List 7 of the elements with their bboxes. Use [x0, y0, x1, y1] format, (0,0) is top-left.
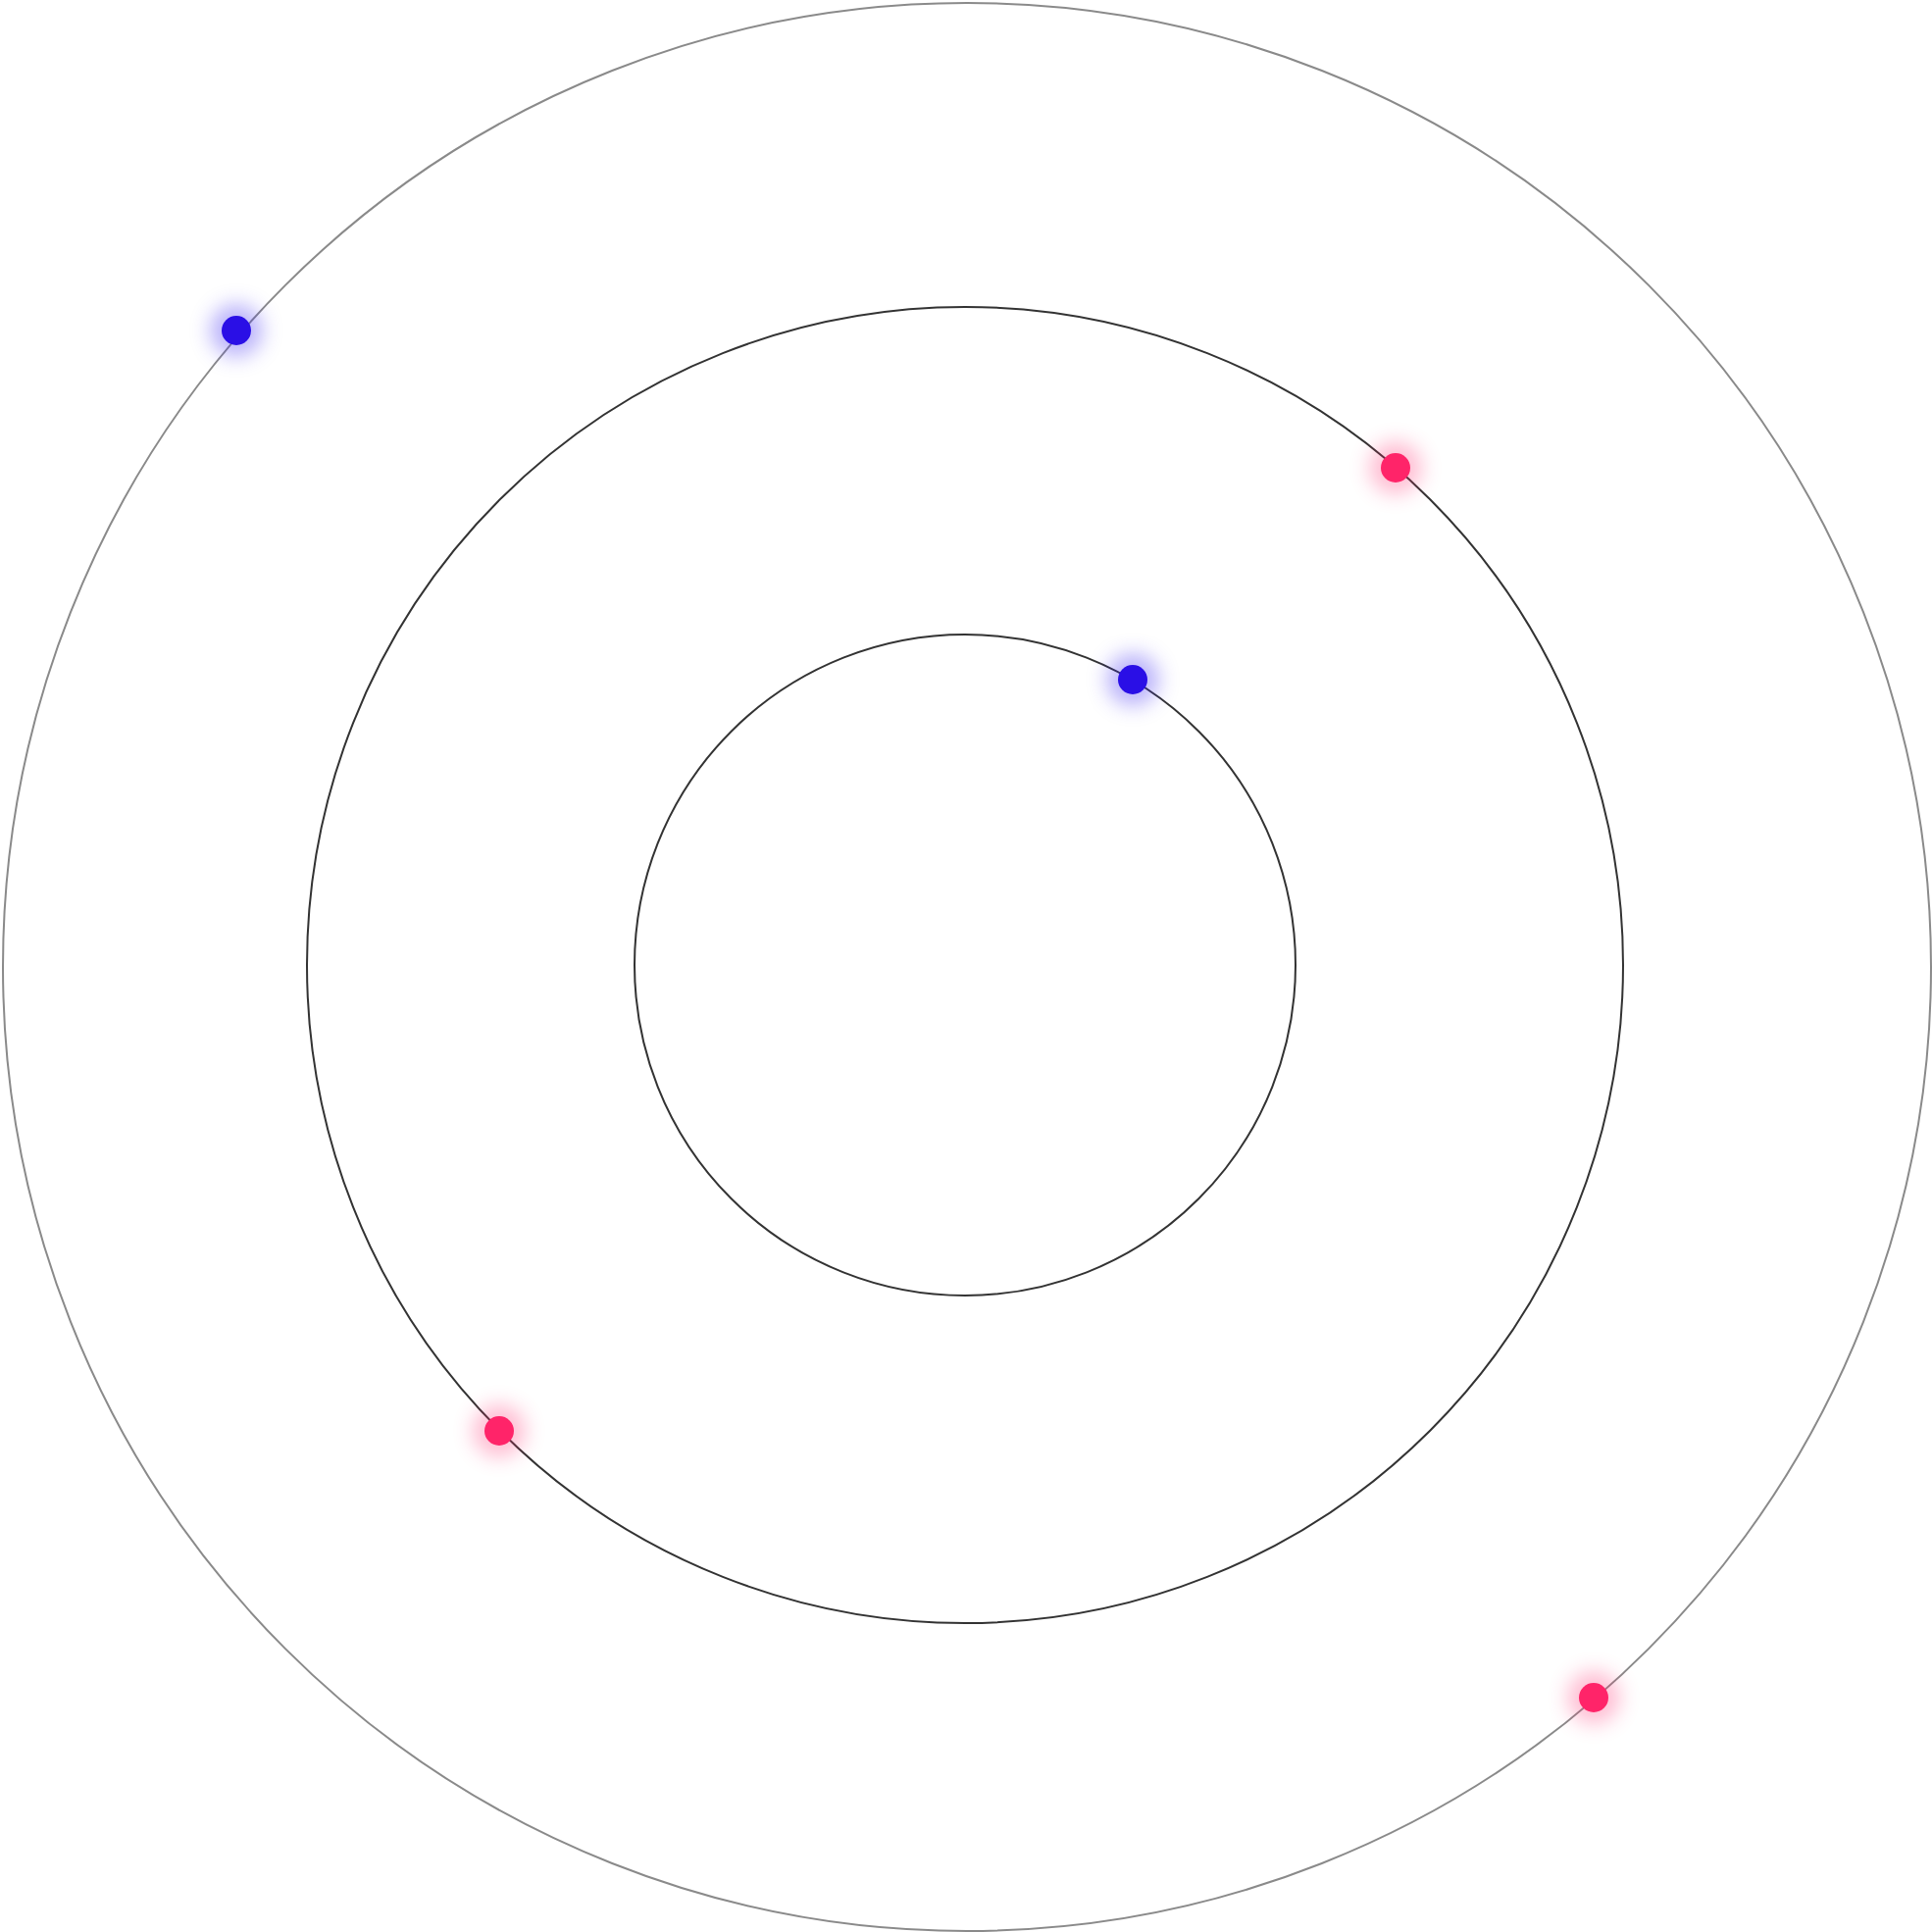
orbit-ring: [306, 306, 1625, 1625]
orbit-ring: [633, 633, 1296, 1296]
dot-icon: [1380, 452, 1410, 483]
dot-icon: [1117, 664, 1147, 694]
dot-icon: [1579, 1683, 1609, 1713]
dot-icon: [222, 316, 252, 346]
dot-icon: [483, 1415, 514, 1446]
